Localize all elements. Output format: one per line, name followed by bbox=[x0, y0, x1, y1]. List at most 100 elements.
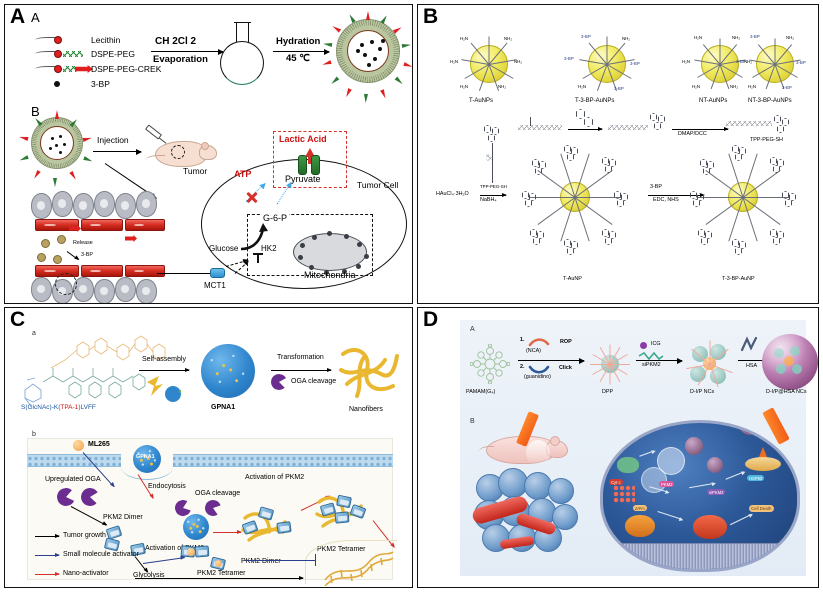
panel-c-sub-b: b bbox=[32, 431, 36, 438]
label-release: Release bbox=[73, 240, 93, 246]
label-tumor: Tumor bbox=[183, 166, 208, 176]
label-nca: (NCA) bbox=[526, 348, 541, 354]
flow-arrow-6 bbox=[729, 513, 753, 526]
panel-a: A A B Lecithin DSPE-PEG DSPE-PEG-CREK 3-… bbox=[4, 4, 413, 304]
label-activation-pkm2-bottom: Activation of PKM2 bbox=[145, 545, 205, 552]
transporter-left-icon bbox=[298, 155, 307, 175]
label-pkm2-dimer-left: PKM2 Dimer bbox=[103, 514, 143, 521]
tumor-mass-illustration bbox=[470, 466, 590, 564]
lactic-acid-arrow-stem bbox=[308, 157, 311, 164]
panel-c-letter: C bbox=[10, 308, 26, 331]
legend-label-dspe-peg-crek: DSPE-PEG-CREK bbox=[91, 64, 162, 74]
label-g6p: G-6-P bbox=[261, 213, 290, 224]
lactic-acid-up-arrow-icon bbox=[305, 148, 315, 157]
label-click: Click bbox=[559, 365, 572, 371]
mito-orange-2 bbox=[693, 515, 727, 539]
label-reducer-top: TPP-PEG-SH bbox=[480, 184, 507, 189]
arrow-hydration bbox=[273, 48, 330, 55]
label-release-agent: 3-BP bbox=[81, 252, 93, 258]
panel-b: B H₂N NH₂ H₂N NH₂ H₂N NH₂ bbox=[417, 4, 819, 304]
tag-pkm2: PKM2 bbox=[659, 481, 675, 488]
peptide-formula-mid: TPA-1 bbox=[60, 404, 79, 411]
arrow-scheme-step1 bbox=[568, 126, 603, 131]
tpp-cluster-icon bbox=[650, 113, 666, 130]
label-lactic-acid: Lactic Acid bbox=[279, 134, 327, 144]
aunp-1-label: T-AuNPs bbox=[469, 98, 494, 104]
arrow-coupling bbox=[648, 192, 705, 197]
pkm2-unit-8 bbox=[334, 511, 350, 524]
ml265-bound-icon bbox=[187, 548, 195, 556]
ml265-bound-icon-2 bbox=[215, 560, 222, 567]
nanofibers-icon bbox=[339, 348, 399, 398]
gpna1-nanoparticle-icon bbox=[201, 344, 255, 398]
arrow-to-fibers bbox=[213, 529, 242, 534]
blocked-x-icon bbox=[245, 191, 258, 204]
arrow-tumor-growth-long bbox=[135, 575, 304, 580]
hk2-inhibition-cap bbox=[253, 253, 263, 255]
label-oga-cleavage-top: OGA cleavage bbox=[291, 378, 337, 385]
label-t-aunp: T-AuNP bbox=[563, 276, 582, 282]
dspe-peg-tail-icon bbox=[35, 51, 57, 56]
liposome-product-icon bbox=[321, 11, 412, 104]
mito-orange-1 bbox=[625, 515, 655, 537]
ml265-molecule-icon bbox=[73, 440, 84, 451]
inhibition-line-blue bbox=[245, 560, 315, 562]
tag-deltapsi: ΔΨm bbox=[633, 505, 647, 512]
guanidino-monomer-icon bbox=[528, 365, 550, 374]
arrow-transformation bbox=[271, 367, 332, 372]
label-guanidino: (guanidino) bbox=[524, 374, 551, 380]
transporter-right-icon bbox=[311, 155, 320, 175]
cancer-cell-illustration: Cyt c PKM2 siPKM2 HSP70 HSP90 ΔΨm ROS Ce… bbox=[600, 420, 800, 572]
label-endocytosis: Endocytosis bbox=[148, 483, 186, 490]
aunp-4-label: NT-3-BP-AuNPs bbox=[748, 98, 792, 104]
sipkm2-icon bbox=[638, 352, 664, 361]
arrow-dmap-dcc bbox=[672, 126, 729, 131]
label-ml265: ML265 bbox=[88, 441, 110, 448]
hk2-inhibition-bar bbox=[257, 253, 259, 263]
arrow-self-assembly bbox=[139, 367, 190, 372]
aunp-2-label: T-3-BP-AuNPs bbox=[575, 98, 615, 104]
tumor-tissue-illustration: Release 3-BP bbox=[29, 191, 174, 303]
label-mitochondria: Mitochondria bbox=[304, 270, 356, 280]
label-gold-salt: HAuCl₄·3H₂O bbox=[436, 191, 469, 197]
dspe-peg-crek-head-icon bbox=[54, 65, 62, 73]
tag-sipkm2: siPKM2 bbox=[707, 489, 726, 496]
label-dip-nc: D-I/P NCs bbox=[690, 389, 715, 395]
panel-d-sub-a: A bbox=[470, 326, 475, 333]
reagent-ch2cl2: CH 2Cl 2 bbox=[155, 36, 197, 47]
tag-hsp90: HSP90 bbox=[747, 475, 765, 482]
label-dmap-dcc: DMAP/DCC bbox=[678, 131, 707, 137]
arrow-reduction bbox=[480, 192, 507, 197]
label-nanofibers: Nanofibers bbox=[349, 406, 383, 413]
dip-nc-cluster-icon bbox=[684, 338, 736, 390]
dspe-peg-chain-icon bbox=[63, 51, 83, 57]
label-self-assembly: Self-assembly bbox=[142, 356, 186, 363]
aunp-3-label: NT-AuNPs bbox=[699, 98, 728, 104]
reagent-hydration: Hydration bbox=[276, 36, 321, 47]
gpna1-cleaved-icon bbox=[183, 514, 209, 540]
flame-base bbox=[745, 457, 781, 471]
lecithin-tail-icon bbox=[35, 37, 57, 42]
glycolysis-box bbox=[247, 214, 373, 276]
dpp-particle-icon bbox=[588, 342, 632, 386]
legend-label-small-molecule: Small molecule activator bbox=[63, 551, 139, 558]
dspe-peg-head-icon bbox=[54, 50, 62, 58]
organelle-green bbox=[617, 457, 639, 473]
dspe-peg-crek-chain-icon bbox=[63, 66, 77, 72]
endosome-2 bbox=[641, 467, 667, 493]
peptide-formula: S(GlcNAc)-K(TPA-1)LVFF bbox=[21, 404, 96, 411]
label-oga-cleavage-mid: OGA cleavage bbox=[195, 490, 241, 497]
panel-a-letter: A bbox=[10, 5, 26, 28]
label-injection: Injection bbox=[97, 135, 129, 145]
dspe-peg-crek-tail-icon bbox=[35, 66, 57, 71]
arrow-loading bbox=[636, 357, 683, 364]
legend-label-lecithin: Lecithin bbox=[91, 35, 121, 45]
label-glycolysis: Glycolysis bbox=[133, 572, 165, 579]
nc-ball-1 bbox=[627, 423, 649, 437]
tag-cyt-c: Cyt c bbox=[609, 479, 623, 486]
hsa-protein-icon bbox=[740, 336, 758, 352]
label-tpp-peg-sh: TPP-PEG-SH bbox=[750, 137, 783, 143]
label-pkm2-dimer-mid: PKM2 Dimer bbox=[241, 558, 281, 565]
flow-arrow-4 bbox=[725, 471, 745, 480]
